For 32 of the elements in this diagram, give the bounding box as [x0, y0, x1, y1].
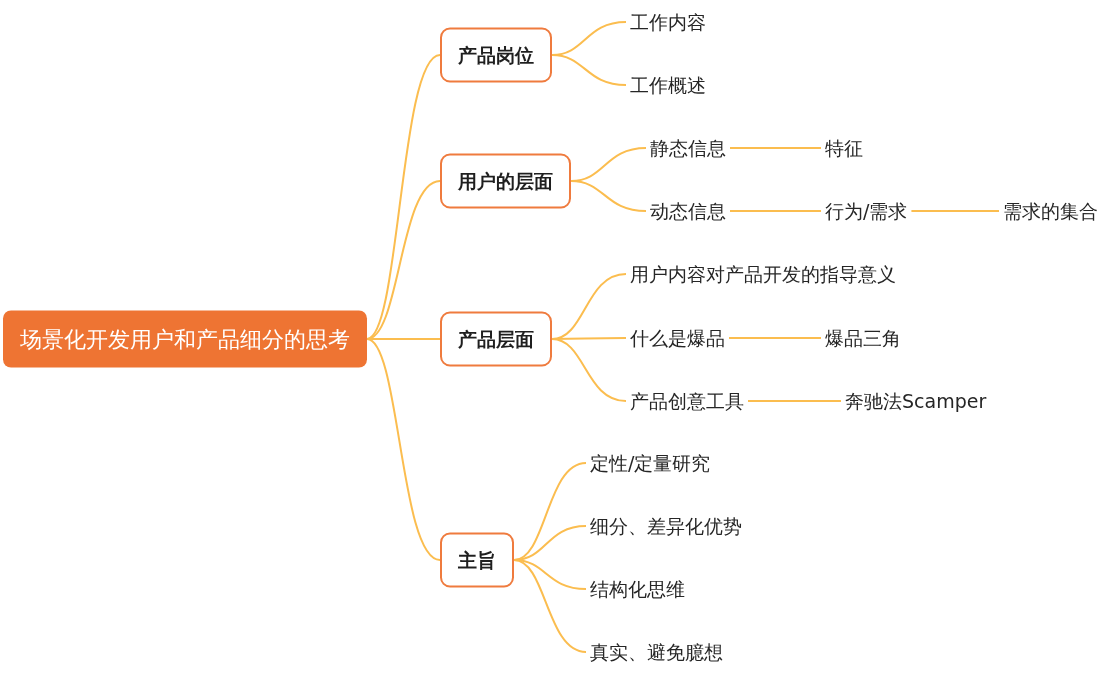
connector-line: [910, 210, 1000, 212]
connector-line: [729, 147, 822, 149]
subtopic-text: 工作内容: [626, 9, 710, 35]
subtopic-text: 行为/需求: [821, 198, 912, 224]
subtopic-text: 工作概述: [626, 72, 710, 98]
branch-curve: [366, 54, 441, 340]
subtopic-text: 静态信息: [646, 135, 730, 161]
subtopic-text: 什么是爆品: [626, 325, 729, 351]
connector-line: [513, 559, 587, 653]
subtopic-text: 定性/定量研究: [586, 450, 715, 476]
connector-line: [551, 54, 627, 86]
connector-line: [747, 400, 842, 402]
connector-line: [729, 210, 822, 212]
subtopic-text: 细分、差异化优势: [586, 513, 746, 539]
subtopic-text: 需求的集合: [999, 198, 1102, 224]
subtopic-text: 结构化思维: [586, 576, 689, 602]
subtopic-text: 真实、避免臆想: [586, 639, 727, 665]
subtopic-text: 爆品三角: [821, 325, 905, 351]
subtopic-text: 动态信息: [646, 198, 730, 224]
connector-line: [551, 338, 627, 402]
main-topic-box: 产品岗位: [440, 27, 552, 83]
connector-line: [570, 180, 647, 212]
main-topic-box: 用户的层面: [440, 153, 571, 209]
branch-curve: [366, 338, 441, 561]
subtopic-text: 特征: [821, 135, 867, 161]
connector-line: [728, 337, 822, 339]
subtopic-text: 产品创意工具: [626, 388, 748, 414]
root-topic: 场景化开发用户和产品细分的思考: [3, 310, 367, 368]
main-topic-box: 主旨: [440, 532, 514, 588]
subtopic-text: 用户内容对产品开发的指导意义: [626, 261, 900, 287]
subtopic-text: 奔驰法Scamper: [841, 388, 991, 414]
main-topic-box: 产品层面: [440, 311, 552, 367]
